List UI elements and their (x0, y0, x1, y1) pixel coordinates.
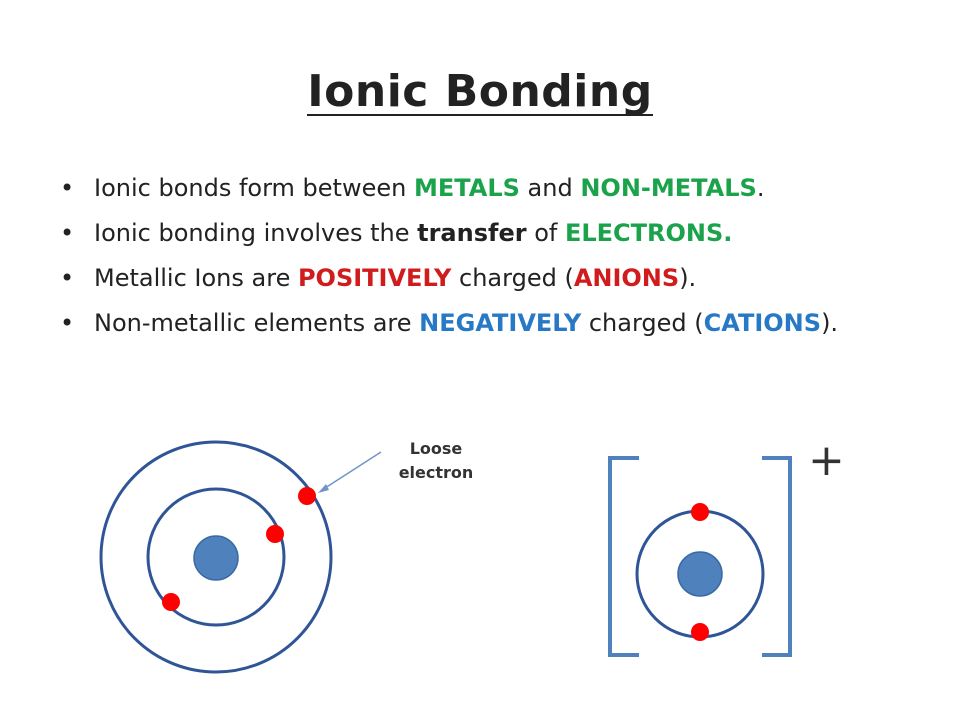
pointer-arrow (318, 451, 382, 493)
loose-electron-label: Loose electron (398, 439, 474, 482)
bullet-keyword: transfer (417, 219, 527, 247)
right-bracket (762, 456, 792, 657)
bullet-keyword: CATIONS (703, 309, 822, 337)
bullet-text: and (519, 174, 581, 202)
charge-sign: + (808, 435, 845, 486)
positive-ion (608, 456, 792, 657)
bullet-item: Non-metallic elements are NEGATIVELY cha… (60, 307, 864, 339)
bullet-keyword: NON-METALS (580, 174, 757, 202)
electron (266, 525, 284, 543)
bullet-keyword: METALS (413, 174, 520, 202)
bullet-text: . (756, 174, 765, 202)
bullet-item: Ionic bonding involves the transfer of E… (60, 217, 920, 249)
bullet-item: Ionic bonds form between METALS and NON-… (60, 172, 920, 204)
bullet-text: charged ( (581, 309, 704, 337)
outer-orbit (99, 440, 333, 674)
left-bracket (608, 456, 639, 657)
bullet-text: charged ( (451, 264, 574, 292)
slide-title: Ionic Bonding (0, 62, 960, 122)
title-underline (307, 114, 653, 116)
bullet-text: of (526, 219, 565, 247)
bullet-keyword: ANIONS (573, 264, 680, 292)
electron (162, 593, 180, 611)
title-text: Ionic Bonding (307, 66, 653, 117)
bullet-text: Ionic bonds form between (94, 174, 414, 202)
bullet-text: ). (821, 309, 839, 337)
electron (691, 503, 709, 521)
inner-orbit (146, 487, 286, 627)
bullet-list: Ionic bonds form between METALS and NON-… (60, 172, 920, 352)
nucleus (193, 535, 239, 581)
bullet-keyword: ELECTRONS. (564, 219, 733, 247)
bullet-keyword: POSITIVELY (297, 264, 452, 292)
bullet-item: Metallic Ions are POSITIVELY charged (AN… (60, 262, 920, 294)
neutral-atom (99, 440, 333, 674)
electron (691, 623, 709, 641)
nucleus (677, 551, 723, 597)
bullet-text: Non-metallic elements are (94, 309, 420, 337)
bullet-keyword: NEGATIVELY (419, 309, 582, 337)
bullet-text: Ionic bonding involves the (94, 219, 418, 247)
loose-electron (298, 487, 316, 505)
bullet-text: ). (679, 264, 697, 292)
bullet-text: Metallic Ions are (94, 264, 298, 292)
